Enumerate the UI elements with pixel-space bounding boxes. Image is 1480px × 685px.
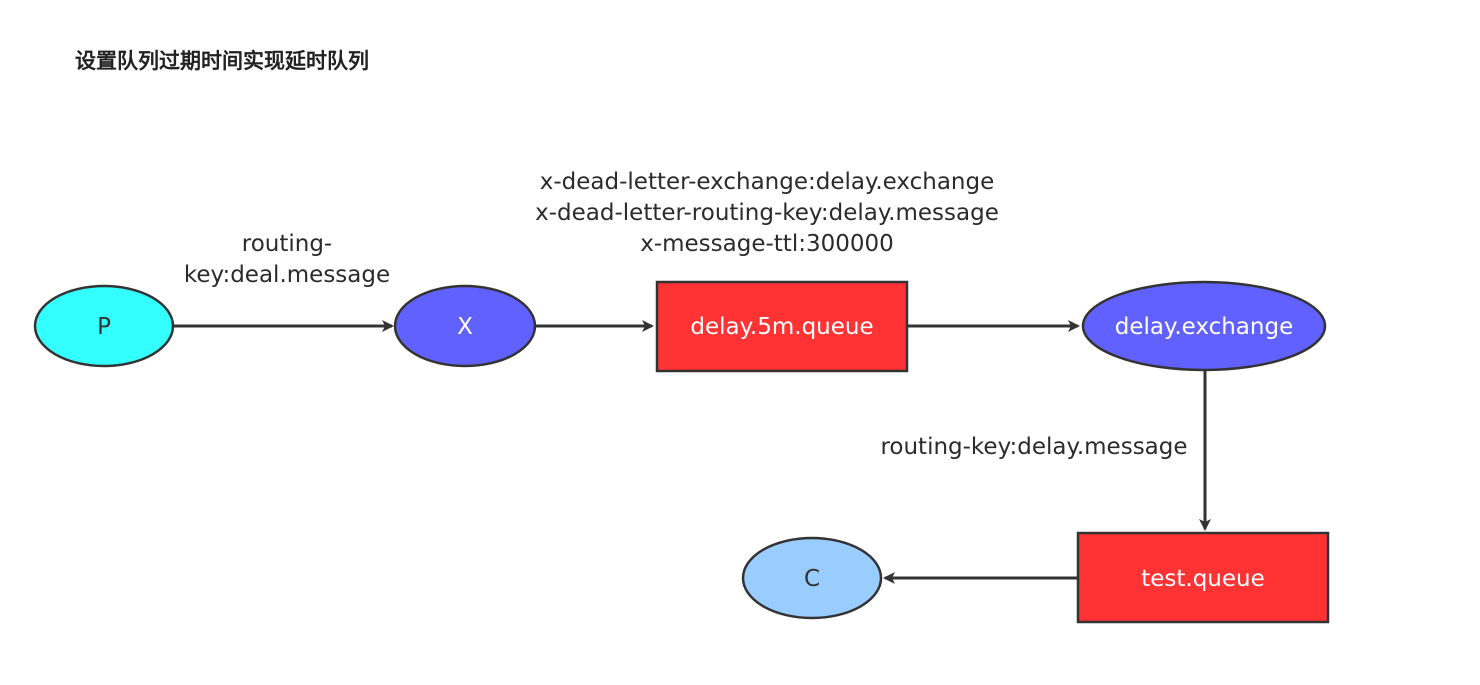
edge-label-p-to-x-line1: routing- bbox=[242, 231, 332, 257]
consumer-label: C bbox=[804, 566, 820, 592]
test-queue-label: test.queue bbox=[1141, 566, 1265, 592]
node-producer: P bbox=[33, 284, 175, 368]
producer-label: P bbox=[97, 314, 111, 340]
edge-label-x-to-queue-line1: x-dead-letter-exchange:delay.exchange bbox=[540, 169, 995, 195]
exchange-x-shape bbox=[393, 284, 537, 368]
test-queue-shape bbox=[1076, 531, 1330, 624]
delay-exchange-shape bbox=[1081, 280, 1327, 372]
edge-label-p-to-x-line2: key:deal.message bbox=[184, 262, 390, 288]
edge-label-x-to-queue-line3: x-message-ttl:300000 bbox=[640, 231, 894, 257]
delay-queue-label: delay.5m.queue bbox=[690, 314, 873, 340]
consumer-shape bbox=[741, 536, 883, 620]
node-delay-exchange: delay.exchange bbox=[1081, 280, 1327, 372]
delay-queue-shape bbox=[655, 280, 909, 373]
delay-exchange-label: delay.exchange bbox=[1115, 314, 1293, 340]
node-test-queue: test.queue bbox=[1076, 531, 1330, 624]
diagram-title: 设置队列过期时间实现延时队列 bbox=[75, 49, 369, 73]
node-exchange-x: X bbox=[393, 284, 537, 368]
producer-shape bbox=[33, 284, 175, 368]
edge-label-x-to-queue-line2: x-dead-letter-routing-key:delay.message bbox=[535, 200, 999, 226]
edge-label-exchange-to-test: routing-key:delay.message bbox=[880, 434, 1187, 460]
node-consumer: C bbox=[741, 536, 883, 620]
node-delay-queue: delay.5m.queue bbox=[655, 280, 909, 373]
exchange-x-label: X bbox=[457, 314, 473, 340]
